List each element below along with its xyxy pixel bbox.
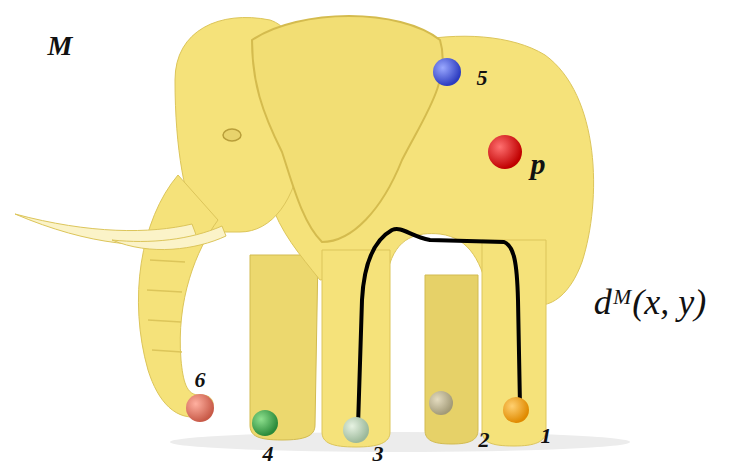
callout-number: 4 (263, 443, 274, 465)
distance-label: dᴹ(x, y) (594, 284, 706, 320)
callout-number: 3 (373, 443, 384, 465)
marker-sphere (503, 397, 529, 423)
elephant-leg (250, 255, 318, 440)
elephant-leg (322, 250, 390, 447)
elephant-leg (425, 275, 478, 444)
marker-sphere (252, 410, 278, 436)
callout-number: 5 (477, 67, 488, 89)
trunk-ridges (147, 260, 185, 352)
callout-number: 2 (479, 429, 490, 451)
marker-sphere (186, 394, 214, 422)
point-label: p (531, 149, 546, 179)
marker-sphere (343, 417, 369, 443)
geodesic-path (358, 229, 520, 426)
elephant-trunk (138, 175, 218, 417)
marker-sphere (429, 391, 453, 415)
marker-sphere (488, 135, 522, 169)
elephant-tusk (112, 226, 226, 250)
elephant-eye (223, 129, 241, 141)
elephant-ear (252, 16, 443, 242)
manifold-label: M (48, 32, 73, 60)
callout-number: 1 (541, 425, 552, 447)
ground-shadow (170, 432, 630, 452)
callout-number: 6 (195, 369, 206, 391)
marker-sphere (433, 58, 461, 86)
elephant-leg (482, 240, 546, 446)
